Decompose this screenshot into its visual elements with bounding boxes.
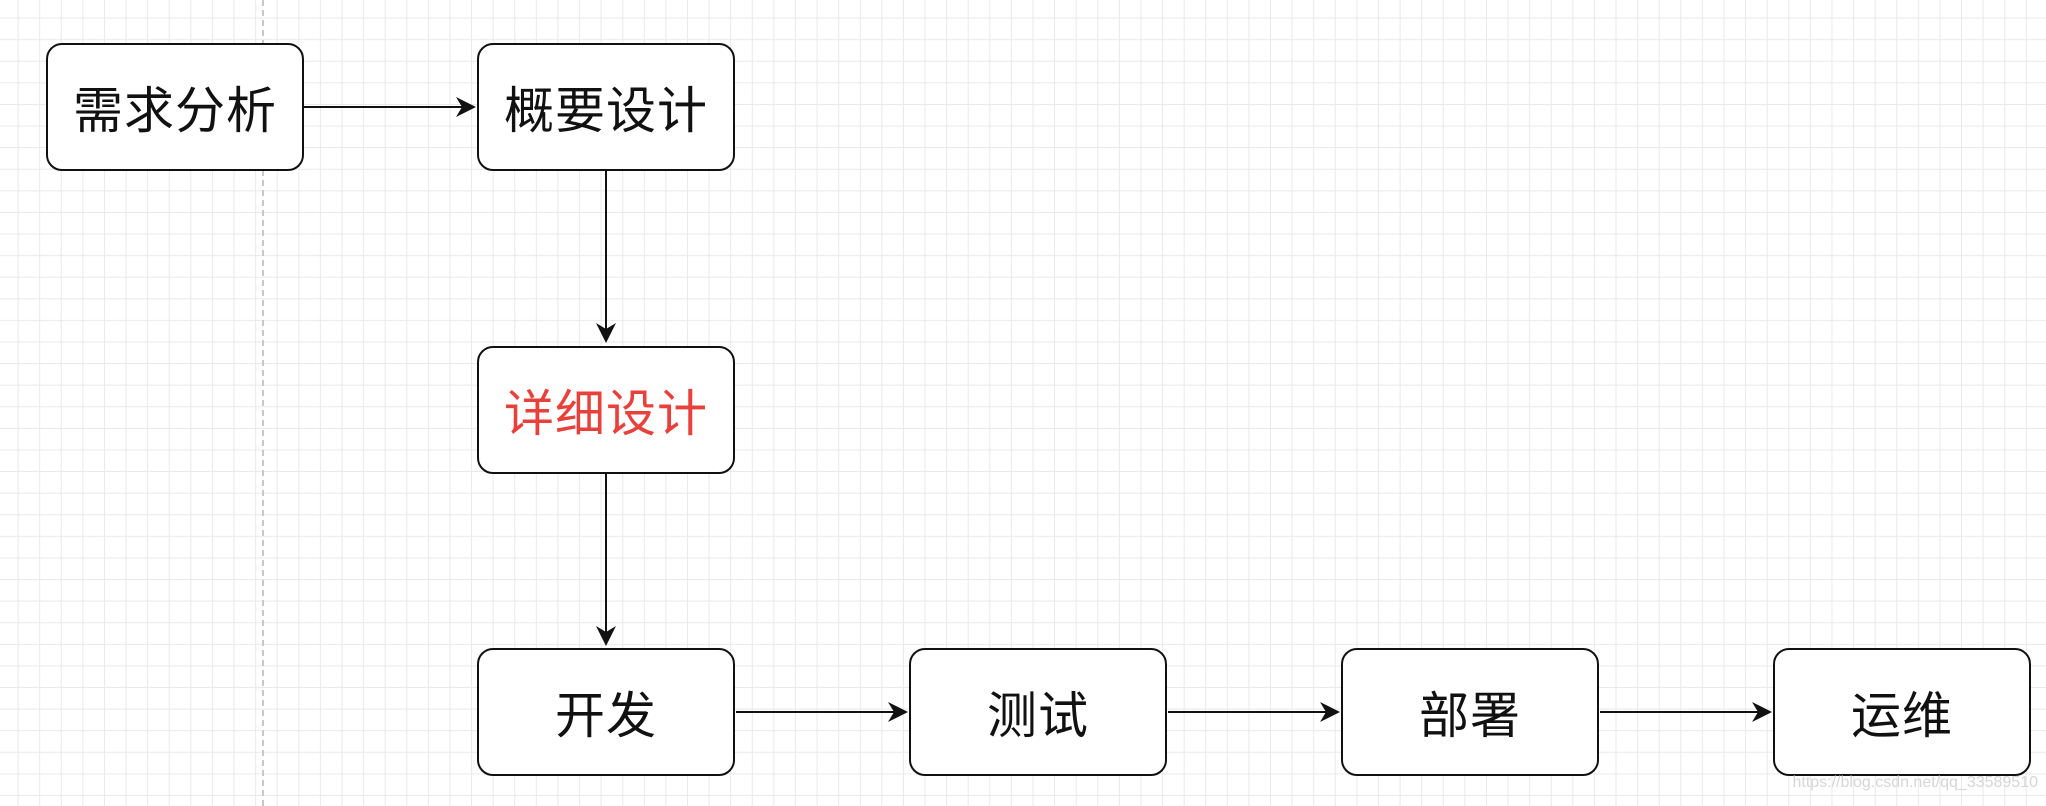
node-label: 测试 — [987, 687, 1089, 745]
page-boundary-guide — [262, 0, 264, 806]
node-requirements-analysis[interactable]: 需求分析 — [46, 43, 304, 171]
node-detailed-design[interactable]: 详细设计 — [477, 346, 735, 474]
node-label: 部署 — [1419, 687, 1521, 745]
node-label: 运维 — [1851, 687, 1953, 745]
node-label: 概要设计 — [504, 82, 708, 140]
watermark: https://blog.csdn.net/qq_33589510 — [1792, 774, 2038, 791]
node-operations[interactable]: 运维 — [1773, 648, 2031, 776]
node-outline-design[interactable]: 概要设计 — [477, 43, 735, 171]
node-label: 开发 — [555, 687, 657, 745]
node-label-highlighted: 详细设计 — [504, 385, 708, 443]
node-label: 需求分析 — [73, 82, 277, 140]
node-development[interactable]: 开发 — [477, 648, 735, 776]
node-testing[interactable]: 测试 — [909, 648, 1167, 776]
node-deployment[interactable]: 部署 — [1341, 648, 1599, 776]
